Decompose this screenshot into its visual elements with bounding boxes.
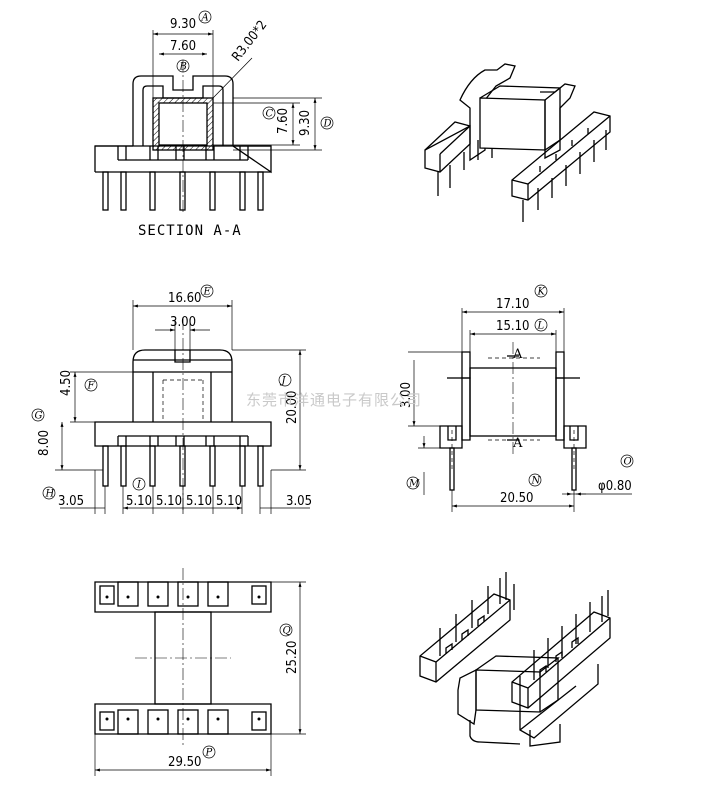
dim-front-slot: 3.00: [170, 315, 196, 330]
watermark: 东莞市洋通电子有限公司: [246, 391, 422, 409]
callout-C: C: [266, 109, 274, 120]
dim-side-top: 3.00: [399, 382, 414, 408]
isometric-view-bottom: [419, 572, 611, 747]
dim-pitch-4: 5.10: [216, 494, 242, 509]
dim-K: 17.10: [496, 297, 529, 312]
top-view: 25.20 Q 29.50 P: [94, 568, 306, 776]
dim-pitch-1: 5.10: [126, 494, 152, 509]
callout-G: G: [35, 411, 43, 422]
section-marker-bottom: A: [512, 436, 523, 451]
callout-O: O: [624, 457, 632, 468]
section-view: 9.30 A 7.60 B R3.00*2 7.60 9.30 C D SECT…: [94, 10, 334, 239]
dim-H: 3.05: [58, 494, 84, 509]
section-title: SECTION A-A: [138, 223, 242, 239]
isometric-view-top: [424, 63, 611, 222]
dim-J: 20.00: [285, 391, 300, 424]
dim-pitch-2: 5.10: [156, 494, 182, 509]
dim-L: 15.10: [496, 319, 529, 334]
callout-N: N: [531, 476, 542, 487]
dim-F: 4.50: [59, 370, 74, 396]
dim-C: 7.60: [276, 108, 291, 134]
callout-K: K: [537, 287, 546, 298]
front-view: 16.60 E 3.00 4.50 F 8.00 G 20.00 J: [31, 284, 312, 514]
dim-O: φ0.80: [598, 479, 632, 494]
dim-Q: 25.20: [285, 641, 300, 674]
callout-A: A: [201, 13, 209, 24]
callout-H: H: [45, 489, 55, 500]
callout-D: D: [323, 119, 332, 130]
dim-G: 8.00: [37, 430, 52, 456]
callout-M: M: [408, 479, 420, 490]
dim-A: 9.30: [170, 17, 196, 32]
dim-pitch-3: 5.10: [186, 494, 212, 509]
callout-I: I: [136, 480, 142, 491]
section-marker-top: A: [512, 347, 523, 362]
dim-P: 29.50: [168, 755, 201, 770]
dim-B: 7.60: [170, 39, 196, 54]
callout-L: L: [537, 321, 545, 332]
dim-right-edge: 3.05: [286, 494, 312, 509]
callout-Q: Q: [283, 626, 291, 637]
callout-F: F: [87, 381, 96, 392]
callout-J: J: [280, 376, 287, 387]
dim-E: 16.60: [168, 291, 201, 306]
dim-N: 20.50: [500, 491, 533, 506]
callout-E: E: [203, 287, 212, 298]
callout-B: B: [179, 62, 187, 73]
dim-D: 9.30: [298, 110, 313, 136]
side-view: A A 17.10 K 15.10 L 3.00 M 20.50 N: [399, 284, 634, 512]
callout-P: P: [205, 748, 213, 759]
dim-radius: R3.00*2: [229, 18, 270, 65]
